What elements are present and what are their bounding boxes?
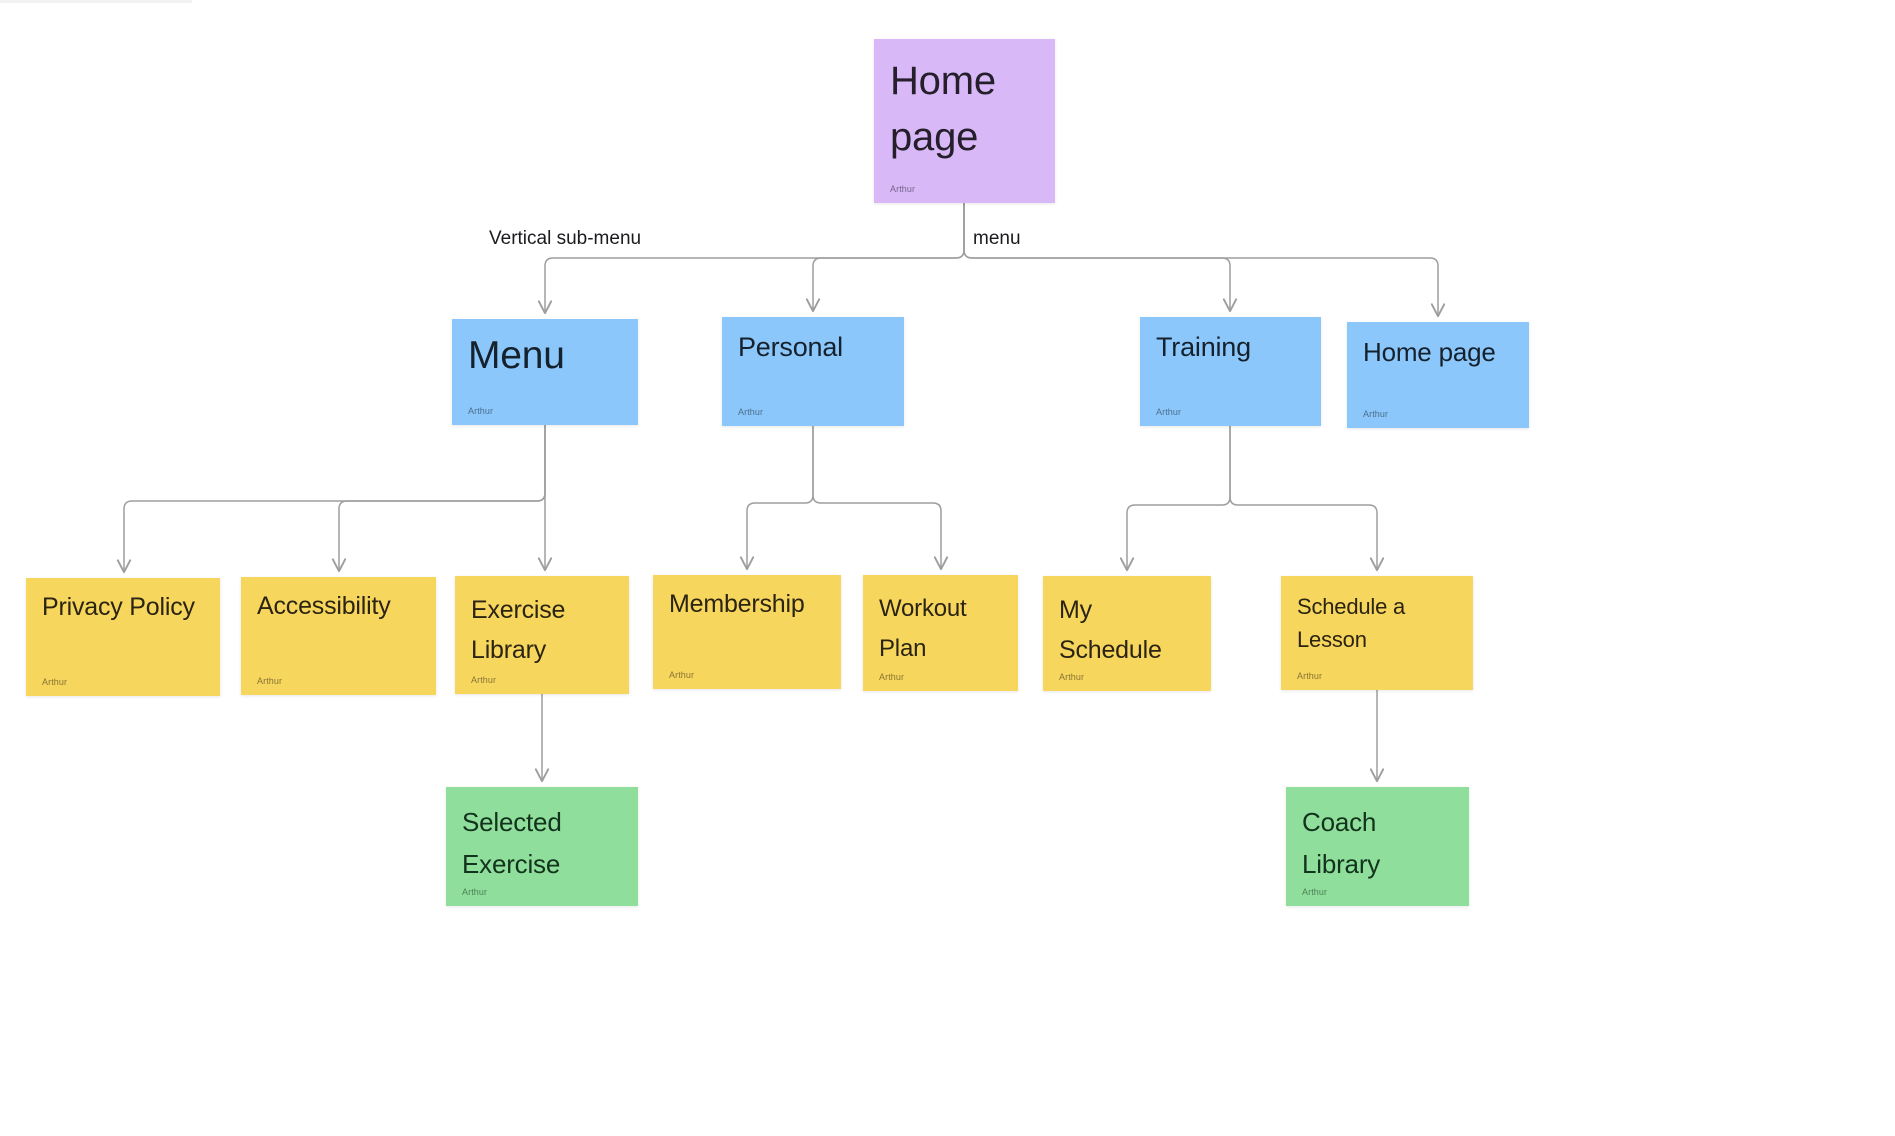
edge-root-to-training [963,202,1238,313]
node-selected-exercise[interactable]: Selected Exercise Arthur [446,787,638,906]
node-title: My Schedule [1059,596,1162,664]
edge-menu-to-privacy-policy [116,424,546,574]
edge-training-to-my-schedule [1119,425,1231,572]
node-title: Exercise Library [471,596,566,664]
node-author: Arthur [471,675,497,685]
node-personal[interactable]: Personal Arthur [722,317,904,426]
node-title: Membership [669,590,805,618]
node-title: Accessibility [257,592,391,620]
node-author: Arthur [669,670,695,680]
node-title: Workout Plan [879,595,967,662]
node-title: Training [1156,332,1251,362]
node-title: Home page [1363,337,1496,367]
node-coach-library[interactable]: Coach Library Arthur [1286,787,1469,906]
node-author: Arthur [1297,671,1323,681]
edge-personal-to-workout-plan [812,425,949,571]
node-menu[interactable]: Menu Arthur [452,319,638,425]
node-title: Home page [890,59,996,159]
node-title: Schedule a Lesson [1297,594,1406,652]
node-exercise-library[interactable]: Exercise Library Arthur [455,576,629,694]
node-title: Selected Exercise [462,807,562,879]
node-membership[interactable]: Membership Arthur [653,575,841,689]
edge-menu-to-accessibility [331,424,546,573]
node-author: Arthur [738,407,764,417]
edge-training-to-schedule-a-lesson [1229,425,1385,572]
node-training[interactable]: Training Arthur [1140,317,1321,426]
node-author: Arthur [1363,409,1389,419]
node-author: Arthur [42,677,68,687]
canvas-top-seam [0,0,192,3]
edge-personal-to-membership [739,425,814,571]
node-author: Arthur [879,672,905,682]
node-author: Arthur [890,184,916,194]
edge-root-to-menu [537,202,965,315]
node-author: Arthur [1302,887,1328,897]
node-home-page-section[interactable]: Home page Arthur [1347,322,1529,428]
node-title: Privacy Policy [42,593,195,621]
node-accessibility[interactable]: Accessibility Arthur [241,577,436,695]
node-privacy-policy[interactable]: Privacy Policy Arthur [26,578,220,696]
edge-root-to-personal [805,202,965,313]
node-my-schedule[interactable]: My Schedule Arthur [1043,576,1211,691]
node-author: Arthur [1059,672,1085,682]
node-title: Personal [738,332,843,362]
edge-root-to-home-page-section [963,202,1446,318]
node-workout-plan[interactable]: Workout Plan Arthur [863,575,1018,691]
node-home-page-root[interactable]: Home page Arthur [874,39,1055,203]
edge-label-menu: menu [973,228,1021,249]
node-author: Arthur [462,887,488,897]
node-author: Arthur [468,406,494,416]
node-schedule-a-lesson[interactable]: Schedule a Lesson Arthur [1281,576,1473,690]
node-title: Coach Library [1302,807,1381,879]
node-title: Menu [468,334,565,377]
node-author: Arthur [257,676,283,686]
node-author: Arthur [1156,407,1182,417]
edge-label-vertical-sub-menu: Vertical sub-menu [489,228,642,249]
